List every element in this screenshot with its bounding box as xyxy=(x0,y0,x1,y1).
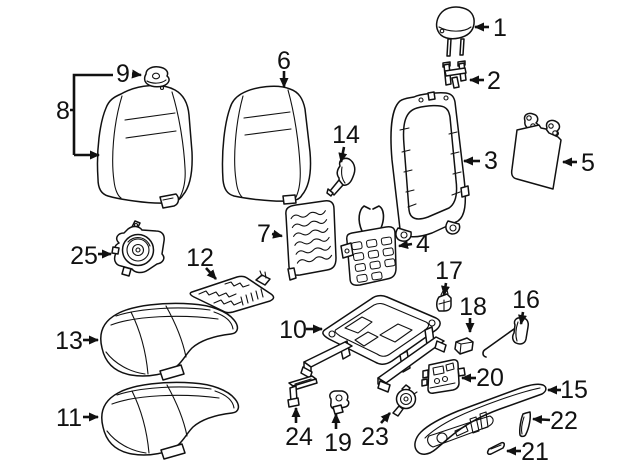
callout-6: 6 xyxy=(277,47,291,88)
callout-14: 14 xyxy=(332,121,360,163)
callout-20: 20 xyxy=(461,364,504,392)
callout-22: 22 xyxy=(532,407,578,435)
callout-4: 4 xyxy=(398,230,430,258)
callout-24: 24 xyxy=(285,407,313,451)
side-shield-drawing xyxy=(414,383,547,455)
callout-8-label: 8 xyxy=(56,97,70,125)
callout-11: 11 xyxy=(56,404,99,432)
callout-25: 25 xyxy=(70,242,112,270)
bracket-24-drawing xyxy=(287,375,318,408)
callout-13: 13 xyxy=(55,327,99,355)
callout-18-label: 18 xyxy=(459,293,487,321)
callout-5: 5 xyxy=(562,149,595,177)
side-panel-drawing xyxy=(510,112,562,190)
cap-21-drawing xyxy=(486,441,505,455)
callout-17-label: 17 xyxy=(435,257,463,285)
callout-3: 3 xyxy=(463,147,498,175)
cushion-heater-pad-drawing xyxy=(189,270,275,314)
seat-cushion-pad-drawing xyxy=(101,381,240,460)
callout-2-label: 2 xyxy=(487,67,501,95)
callout-14-label: 14 xyxy=(332,121,360,149)
seat-switch-drawing xyxy=(421,359,466,394)
seat-back-cap-drawing xyxy=(143,66,170,88)
seat-back-cover-drawing xyxy=(221,85,312,205)
callout-23: 23 xyxy=(361,412,391,451)
callout-21-label: 21 xyxy=(521,438,549,466)
callout-12: 12 xyxy=(186,244,217,280)
seat-back-frame-drawing xyxy=(390,91,470,242)
callout-7-label: 7 xyxy=(257,220,271,248)
callout-19: 19 xyxy=(324,413,352,457)
callout-9: 9 xyxy=(116,60,142,88)
callout-16: 16 xyxy=(512,286,540,325)
callout-11-label: 11 xyxy=(56,404,82,432)
callout-15-label: 15 xyxy=(560,376,588,404)
clip-18-drawing xyxy=(454,337,474,355)
callout-20-label: 20 xyxy=(476,364,504,392)
callout-17: 17 xyxy=(435,257,463,296)
callout-22-label: 22 xyxy=(550,407,578,435)
headrest-guide-drawing xyxy=(442,60,467,89)
callout-10: 10 xyxy=(279,316,323,344)
callout-5-label: 5 xyxy=(581,149,595,177)
callout-18: 18 xyxy=(459,293,487,333)
callout-2: 2 xyxy=(469,67,501,95)
callout-9-label: 9 xyxy=(116,60,130,88)
callout-16-label: 16 xyxy=(512,286,540,314)
callout-3-label: 3 xyxy=(484,147,498,175)
callout-13-label: 13 xyxy=(55,327,83,355)
lumbar-support-drawing xyxy=(340,205,397,286)
callout-24-label: 24 xyxy=(285,423,313,451)
callout-10-label: 10 xyxy=(279,316,307,344)
headrest-drawing xyxy=(435,6,475,57)
callout-7: 7 xyxy=(257,220,283,248)
seat-cushion-cover-drawing xyxy=(100,302,239,381)
knob-19-drawing xyxy=(329,390,350,415)
seat-back-heater-pad-drawing xyxy=(285,200,337,281)
callout-19-label: 19 xyxy=(324,429,352,457)
callout-25-label: 25 xyxy=(70,242,98,270)
seat-track-drawing xyxy=(300,294,447,393)
callout-12-label: 12 xyxy=(186,244,214,272)
callout-21: 21 xyxy=(506,438,549,466)
cap-22-drawing xyxy=(519,411,531,438)
recline-handle-drawing xyxy=(326,157,356,197)
callout-15: 15 xyxy=(547,376,588,404)
adjuster-knob-drawing xyxy=(392,384,418,417)
recliner-mechanism-drawing xyxy=(111,220,165,277)
callout-6-label: 6 xyxy=(277,47,291,75)
seat-back-assembly-drawing xyxy=(96,84,193,209)
callout-8: 8 xyxy=(56,73,113,160)
callout-4-label: 4 xyxy=(416,230,430,258)
callout-1: 1 xyxy=(474,14,507,42)
clip-17-drawing xyxy=(436,289,452,312)
callout-1-label: 1 xyxy=(493,14,507,42)
callout-23-label: 23 xyxy=(361,423,389,451)
